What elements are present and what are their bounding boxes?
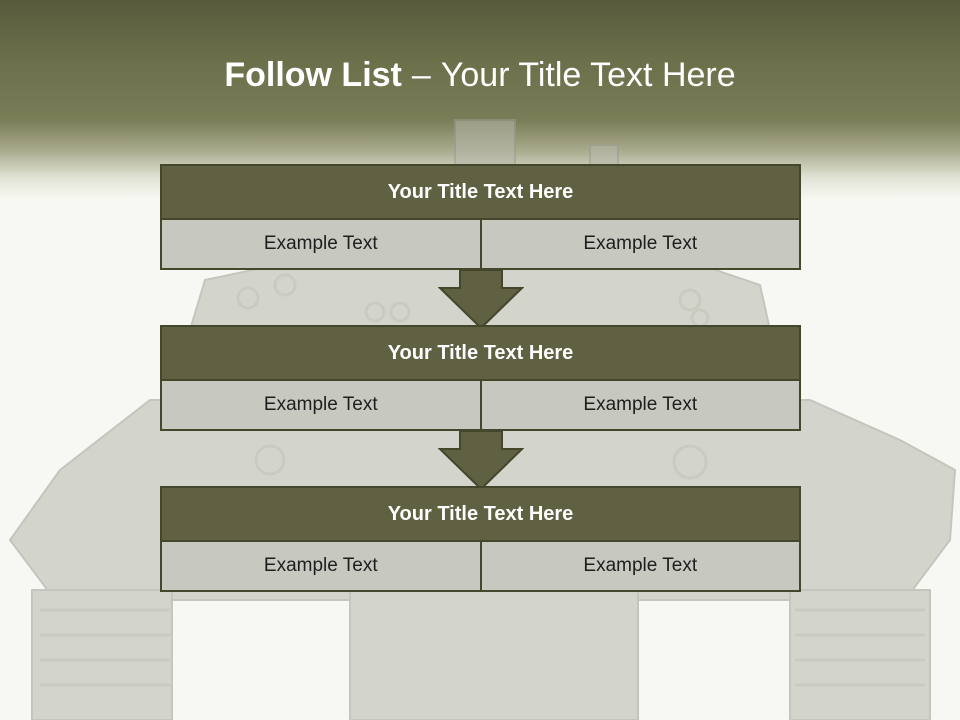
panel-3: Your Title Text Here Example Text Exampl…: [160, 486, 801, 592]
panel-cell-left: Example Text: [160, 220, 482, 270]
down-arrow-icon: [438, 431, 524, 491]
panel-cell-left: Example Text: [160, 381, 482, 431]
panel-header: Your Title Text Here: [160, 325, 801, 381]
title-dash: –: [411, 56, 431, 94]
panel-1: Your Title Text Here Example Text Exampl…: [160, 164, 801, 270]
title-rest: Your Title Text Here: [440, 56, 736, 94]
panel-row: Example Text Example Text: [160, 381, 801, 431]
panel-cell-right: Example Text: [481, 542, 801, 592]
panel-cell-right: Example Text: [481, 381, 801, 431]
down-arrow-icon: [438, 270, 524, 330]
panel-cell-right: Example Text: [481, 220, 801, 270]
panel-row: Example Text Example Text: [160, 220, 801, 270]
panel-row: Example Text Example Text: [160, 542, 801, 592]
panel-2: Your Title Text Here Example Text Exampl…: [160, 325, 801, 431]
panel-cell-left: Example Text: [160, 542, 482, 592]
title-bold: Follow List: [224, 56, 402, 94]
panel-header: Your Title Text Here: [160, 164, 801, 220]
panel-header: Your Title Text Here: [160, 486, 801, 542]
slide-title: Follow List–Your Title Text Here: [0, 56, 960, 95]
